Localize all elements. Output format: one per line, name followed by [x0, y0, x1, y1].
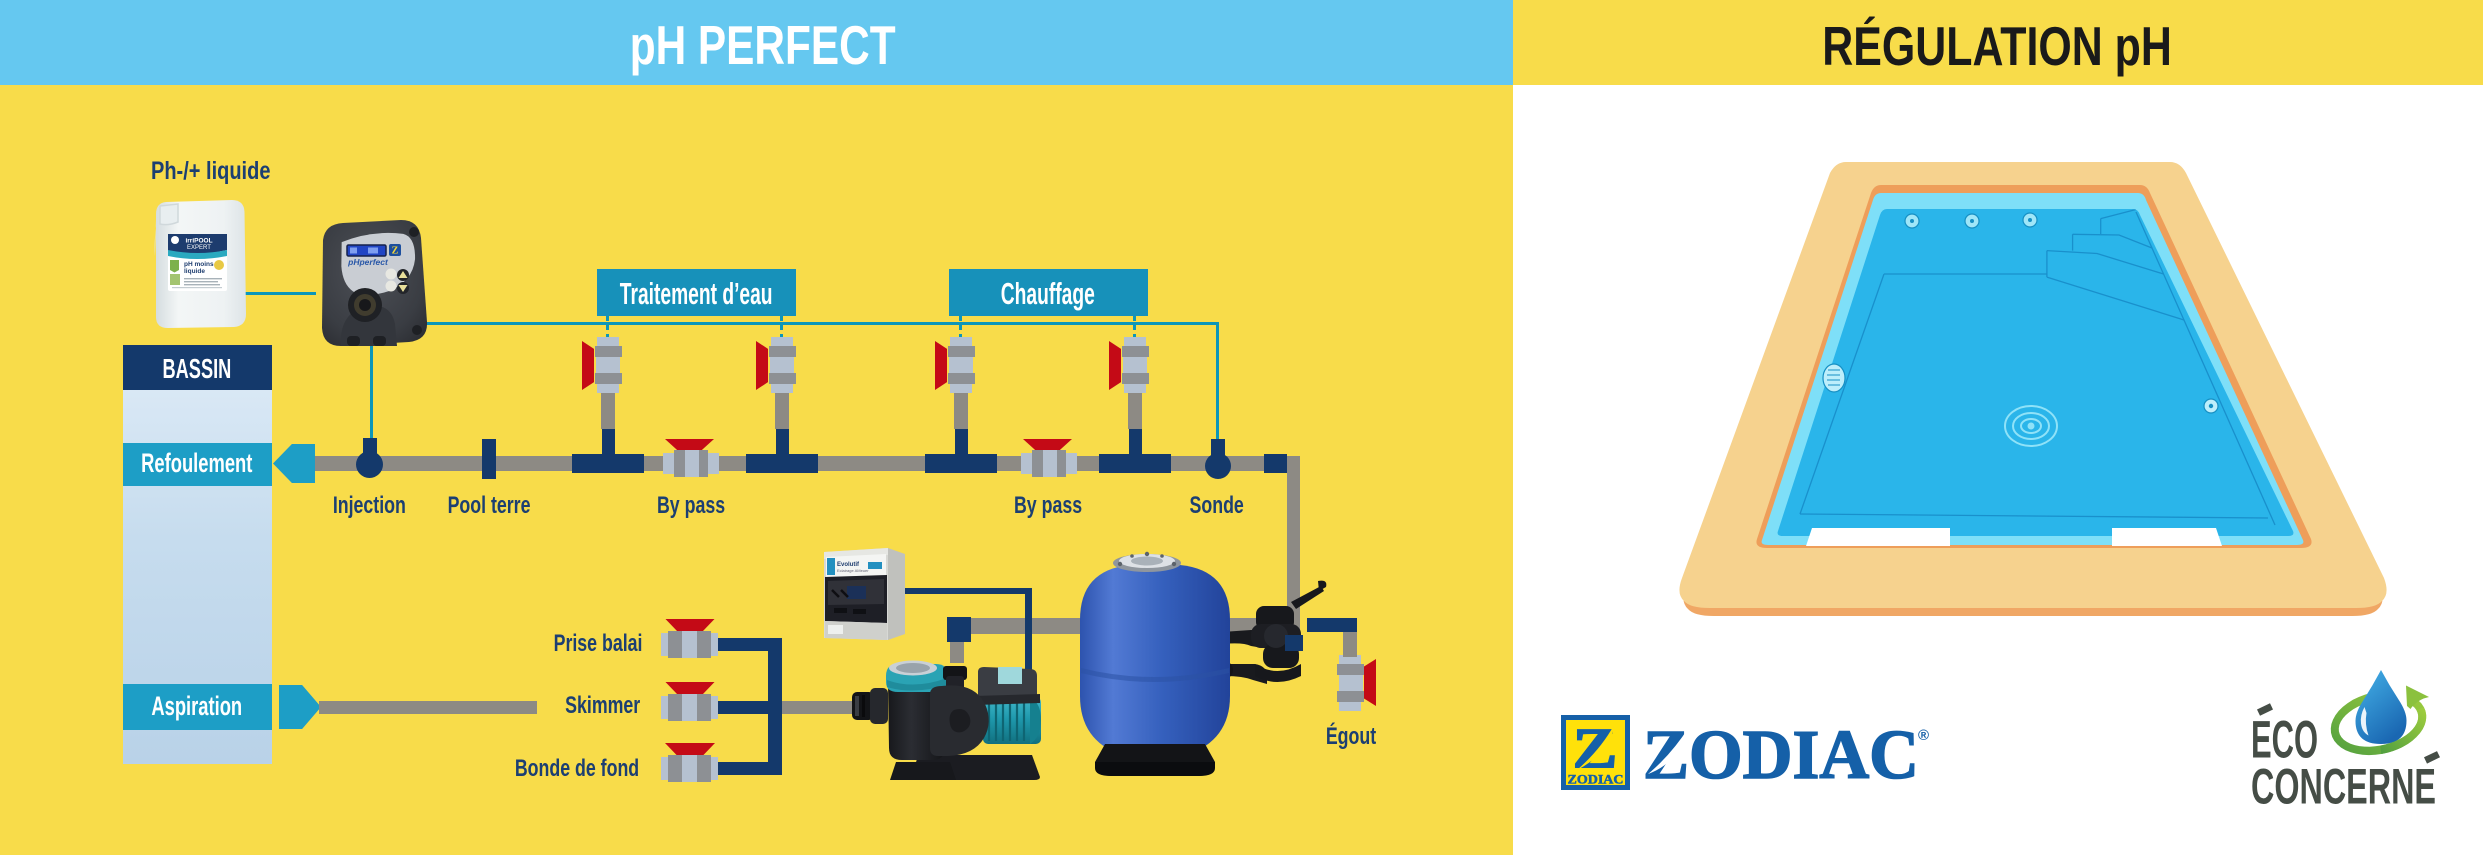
svg-text:ZODIAC: ZODIAC: [1643, 717, 1919, 793]
svg-text:ECO: ECO: [2251, 710, 2318, 769]
svg-text:Z: Z: [392, 246, 399, 257]
svg-text:CONCERNE: CONCERNE: [2251, 759, 2436, 815]
svg-text:Z: Z: [1573, 718, 1617, 780]
svg-text:irriPOOL: irriPOOL: [185, 238, 212, 245]
svg-text:pHperfect: pHperfect: [347, 257, 389, 267]
svg-text:liquide: liquide: [184, 268, 205, 275]
svg-text:EXPERT: EXPERT: [187, 245, 211, 251]
svg-text:ZODIAC: ZODIAC: [1568, 773, 1624, 787]
svg-text:Eclairage AMeuer: Eclairage AMeuer: [837, 568, 869, 573]
svg-text:pH moins: pH moins: [184, 261, 214, 268]
svg-text:®: ®: [1918, 727, 1929, 744]
svg-text:Evolutif: Evolutif: [837, 562, 860, 568]
